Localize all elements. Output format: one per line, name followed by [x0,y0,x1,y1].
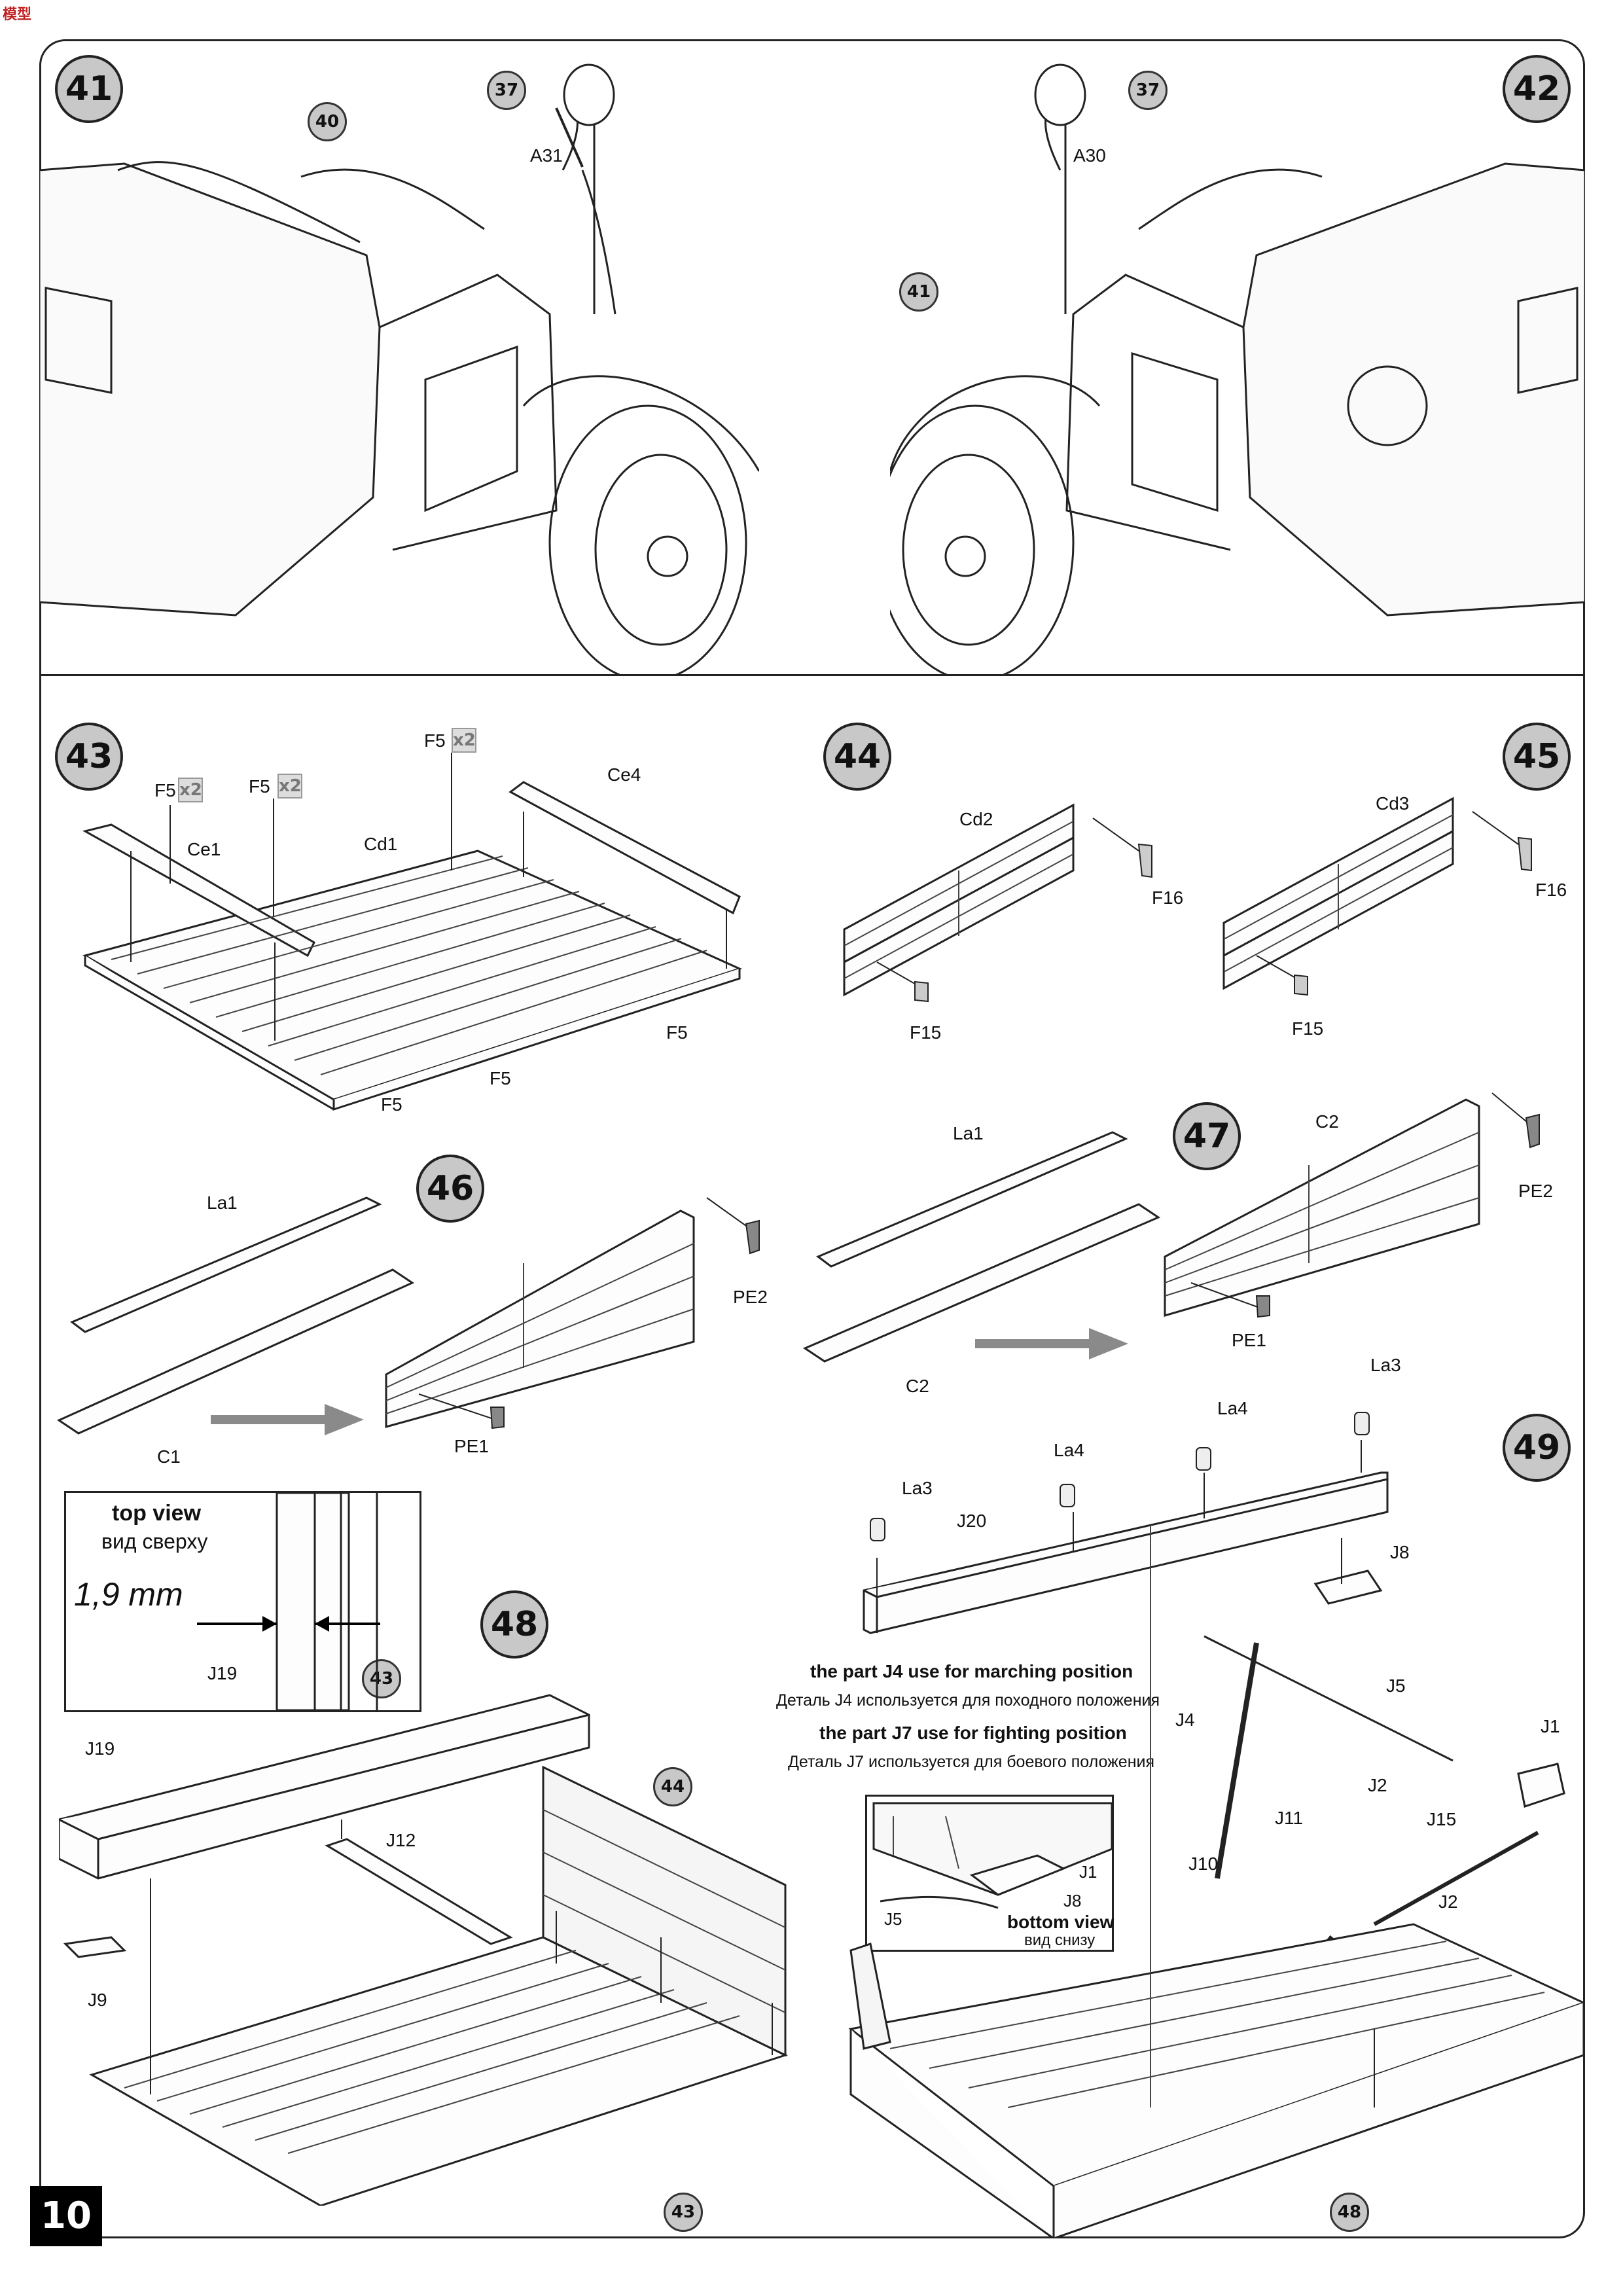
step-47-flow-arrow-shaft [975,1339,1093,1348]
label-f5-4: F5 [666,1022,688,1043]
step-45-badge: 45 [1503,723,1571,791]
note-j7-en: the part J7 use for fighting position [819,1723,1127,1743]
label-la4-b: La4 [1217,1398,1248,1418]
part-43-callout-inset: 43 [362,1659,401,1698]
label-ce1: Ce1 [187,839,221,859]
step-43-drawing [82,753,743,1111]
step-46-flow-arrow-shaft [211,1415,329,1424]
qty-x2-badge-3: x2 [452,728,476,753]
label-ce4: Ce4 [607,764,641,785]
label-j12: J12 [386,1830,416,1850]
step-46-badge: 46 [416,1155,484,1223]
step-41-badge: 41 [55,55,123,123]
part-37-callout-left: 37 [487,71,526,110]
label-a30: A30 [1073,145,1106,166]
label-j11: J11 [1275,1808,1304,1828]
qty-x2-badge-1: x2 [178,778,203,802]
step-47-badge: 47 [1173,1102,1241,1170]
bottom-view-title-ru: вид снизу [1024,1931,1096,1949]
section-divider-top [39,674,1585,676]
label-f16-a: F16 [1152,888,1184,908]
step-47-flow-arrow-head [1089,1328,1128,1359]
part-41-callout: 41 [899,272,938,312]
label-cd2: Cd2 [959,809,993,829]
label-pe1-a: PE1 [454,1436,489,1456]
part-43-callout-assembly: 43 [664,2193,703,2232]
label-cd1: Cd1 [364,834,398,854]
label-pe1-b: PE1 [1232,1330,1266,1350]
label-c2-a: C2 [906,1376,929,1396]
part-48-callout-assembly: 48 [1330,2193,1369,2232]
part-44-callout-assembly: 44 [653,1767,692,1806]
note-j7-ru: Деталь J7 используется для боевого полож… [788,1753,1155,1771]
label-j1: J1 [1541,1716,1560,1736]
label-j20: J20 [957,1511,987,1531]
label-f5-6: F5 [381,1094,402,1115]
label-j15: J15 [1427,1809,1457,1829]
label-cd3: Cd3 [1376,793,1410,814]
bottom-view-detail [872,1802,1112,1909]
note-j4-ru: Деталь J4 используется для походного пол… [776,1691,1160,1710]
step-46-flow-arrow-head [325,1404,364,1435]
label-c2-b: C2 [1315,1111,1339,1132]
label-f5-2: F5 [249,776,270,797]
label-la3-a: La3 [902,1478,933,1498]
step-48-drawing [59,1694,789,2206]
label-pe2-b: PE2 [1518,1181,1553,1201]
part-37-callout-right: 37 [1128,71,1168,110]
step-48-badge: 48 [480,1590,548,1659]
bottom-view-title: bottom view [1007,1912,1115,1932]
label-f5-3: F5 [424,730,446,751]
step-47-drawing [802,1092,1540,1363]
step-49-drawing [848,1412,1584,2238]
page-number: 10 [30,2186,102,2246]
step-44-badge: 44 [823,723,891,791]
label-la1-b: La1 [953,1123,984,1143]
label-j1-inset: J1 [1079,1862,1097,1882]
label-j10: J10 [1188,1854,1219,1874]
measurement-1-9mm: 1,9 mm [74,1576,183,1613]
top-view-detail [197,1493,380,1710]
top-view-inset: top view вид сверху 1,9 mm J19 43 [64,1491,421,1712]
label-j19-inset: J19 [207,1663,238,1683]
label-j2-b: J2 [1438,1892,1458,1912]
page-frame [39,39,1585,2238]
step-43-badge: 43 [55,723,123,791]
label-j19: J19 [85,1738,115,1759]
step-42-badge: 42 [1503,55,1571,123]
step-42-drawing [890,63,1585,674]
label-j9: J9 [88,1990,107,2010]
label-f15-a: F15 [910,1022,942,1043]
label-j8: J8 [1390,1542,1410,1562]
label-j8-inset: J8 [1063,1891,1082,1910]
step-46-drawing [56,1196,760,1435]
part-40-callout: 40 [308,102,347,141]
label-la3-b: La3 [1370,1355,1401,1375]
label-pe2-a: PE2 [733,1287,768,1307]
qty-x2-badge-2: x2 [277,774,302,798]
label-j5: J5 [1386,1676,1406,1696]
bottom-view-inset: J1 J8 J5 bottom view вид снизу [865,1795,1114,1952]
label-f16-b: F16 [1535,880,1567,900]
label-la1-a: La1 [207,1193,238,1213]
label-j5-inset: J5 [884,1909,902,1929]
label-f5-1: F5 [154,780,176,800]
note-j4-en: the part J4 use for marching position [810,1661,1133,1681]
top-view-title: top view [112,1501,202,1526]
label-f15-b: F15 [1292,1018,1324,1039]
label-la4-a: La4 [1054,1440,1084,1460]
label-f5-5: F5 [490,1068,511,1088]
step-41-drawing [39,63,759,674]
label-j2-a: J2 [1368,1775,1387,1795]
label-j4: J4 [1175,1710,1195,1730]
step-45-drawing [1222,797,1532,996]
publisher-logo: 模型 [3,7,32,23]
step-49-badge: 49 [1503,1414,1571,1482]
label-a31: A31 [530,145,563,166]
step-44-drawing [843,803,1152,1003]
top-view-title-ru: вид сверху [101,1530,208,1553]
label-c1: C1 [157,1446,181,1467]
